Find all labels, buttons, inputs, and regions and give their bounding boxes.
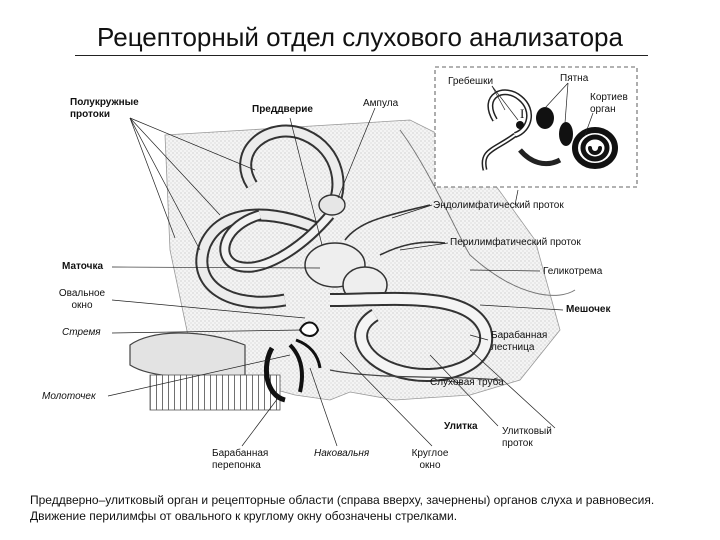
label-round-window: Круглое окно xyxy=(411,448,449,471)
figure-caption: Преддверно–улитковый орган и рецепторные… xyxy=(30,493,655,523)
incus xyxy=(295,338,322,369)
eustachian-tube xyxy=(329,369,501,381)
inset-cochlea-spiral xyxy=(572,127,619,169)
tympanic-membrane xyxy=(263,346,286,403)
label-incus: Наковальня xyxy=(314,448,370,459)
label-scala-tympani: Барабанная лестница xyxy=(491,330,548,353)
slide-title: Рецепторный отдел слухового анализатора xyxy=(97,22,623,52)
label-vestibule: Преддверие xyxy=(252,104,313,115)
inset-label-organ-of-corti: Кортиев орган xyxy=(590,92,628,115)
label-eustachian-tube: Слуховая труба xyxy=(430,377,504,388)
label-cochlea: Улитка xyxy=(444,421,478,432)
label-stapes: Стремя xyxy=(62,327,101,338)
inset-crista xyxy=(516,121,524,129)
label-perilymphatic-duct: Перилимфатический проток xyxy=(450,237,581,248)
label-malleus: Молоточек xyxy=(42,391,96,402)
inset-macula-1 xyxy=(536,107,554,129)
inset-labyrinth xyxy=(481,89,562,171)
label-ampulla: Ампула xyxy=(363,98,399,109)
title-underline xyxy=(75,55,648,56)
label-oval-window: Овальное окно xyxy=(58,288,106,311)
label-utricle: Маточка xyxy=(62,261,104,272)
endolymphatic-duct xyxy=(344,204,431,241)
bone-contour xyxy=(399,129,576,296)
malleus xyxy=(288,343,304,393)
cochlea-duct xyxy=(329,291,494,382)
label-cochlear-duct: Улитковый проток xyxy=(502,426,552,449)
label-endolymphatic-duct: Эндолимфатический проток xyxy=(433,200,564,211)
ampulla xyxy=(318,194,346,216)
inner-ear-diagram xyxy=(107,66,638,447)
leader-lines xyxy=(107,107,564,447)
label-text: Полукружные протоки xyxy=(70,97,139,120)
inset-leaders xyxy=(491,82,594,136)
ear-canal-bone xyxy=(149,374,281,411)
label-helicotrema: Геликотрема xyxy=(543,266,603,277)
inset-label-maculae: Пятна xyxy=(560,73,589,84)
external-auditory-canal xyxy=(129,332,246,379)
inset-marker: I xyxy=(520,106,525,121)
semicircular-canals xyxy=(195,124,345,309)
label-semicircular-canals: Полукружные протоки xyxy=(70,97,170,121)
inset-macula-2 xyxy=(559,122,573,146)
stapes xyxy=(298,321,320,337)
perilymphatic-duct xyxy=(379,241,446,256)
label-saccule: Мешочек xyxy=(566,304,611,315)
label-tympanic-membrane: Барабанная перепонка xyxy=(212,448,269,471)
inset-label-cristae: Гребешки xyxy=(448,76,494,87)
